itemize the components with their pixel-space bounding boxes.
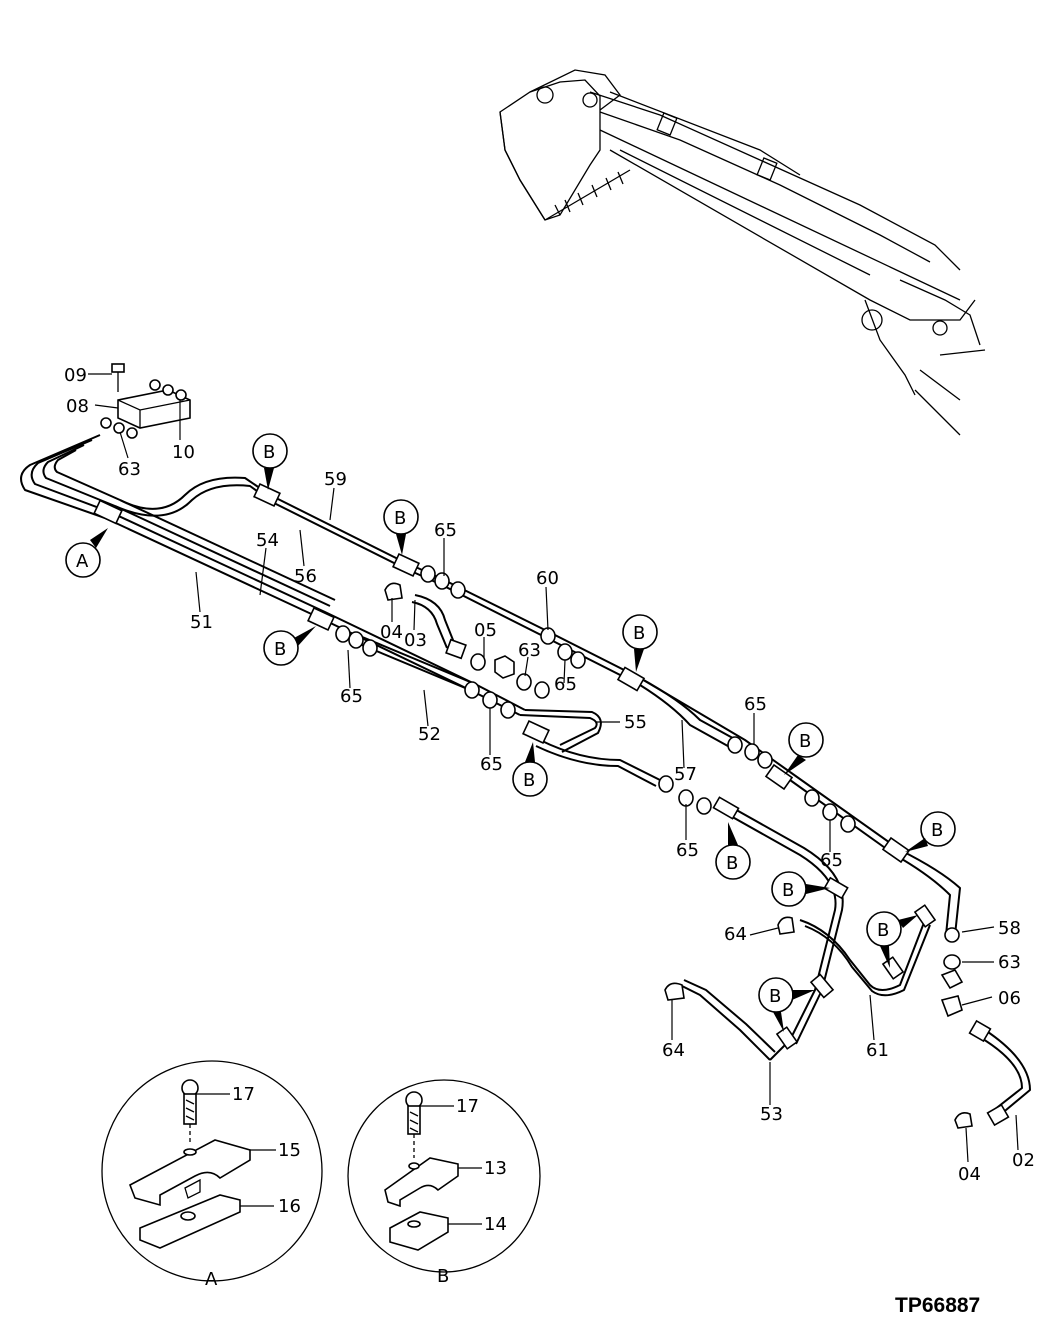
label-65: 65 (744, 694, 767, 715)
callout-b-label: B (782, 880, 794, 901)
detail-a-caption: A (205, 1269, 218, 1290)
label-17: 17 (456, 1096, 479, 1117)
label-64: 64 (662, 1040, 685, 1061)
label-56: 56 (294, 566, 317, 587)
callout-b-label: B (877, 920, 889, 941)
label-54: 54 (256, 530, 279, 551)
label-58: 58 (998, 918, 1021, 939)
fittings (93, 482, 1010, 1129)
callouts: A B B B B B B (65, 433, 956, 1032)
callout-b-label: B (633, 623, 645, 644)
label-10: 10 (172, 442, 195, 463)
callout-b: B (622, 614, 658, 672)
excavator-arm-illustration (499, 69, 986, 436)
label-63: 63 (118, 459, 141, 480)
label-65: 65 (554, 674, 577, 695)
leader-lines (88, 373, 1019, 1163)
callout-b-label: B (523, 770, 535, 791)
label-51: 51 (190, 612, 213, 633)
label-13: 13 (484, 1158, 507, 1179)
label-08: 08 (66, 396, 89, 417)
label-55: 55 (624, 712, 647, 733)
callout-b: B (905, 811, 956, 852)
callout-b-label: B (931, 820, 943, 841)
label-15: 15 (278, 1140, 301, 1161)
label-59: 59 (324, 469, 347, 490)
label-09: 09 (64, 365, 87, 386)
label-61: 61 (866, 1040, 889, 1061)
label-02: 02 (1012, 1150, 1035, 1171)
label-65: 65 (820, 850, 843, 871)
label-63: 63 (518, 640, 541, 661)
callout-b-label: B (274, 639, 286, 660)
label-05: 05 (474, 620, 497, 641)
callout-b: B (758, 977, 815, 1032)
label-06: 06 (998, 988, 1021, 1009)
callout-b-label: B (769, 986, 781, 1007)
label-60: 60 (536, 568, 559, 589)
callout-b: B (771, 871, 830, 907)
label-53: 53 (760, 1104, 783, 1125)
label-52: 52 (418, 724, 441, 745)
callout-b-label: B (263, 442, 275, 463)
label-17: 17 (232, 1084, 255, 1105)
callout-b: B (263, 626, 316, 666)
callout-b: B (866, 911, 918, 968)
callout-b-label: B (726, 853, 738, 874)
label-65: 65 (676, 840, 699, 861)
label-14: 14 (484, 1214, 507, 1235)
manifold-block (100, 363, 191, 439)
label-65: 65 (434, 520, 457, 541)
callout-b: B (784, 722, 824, 775)
label-65: 65 (480, 754, 503, 775)
callout-a-label: A (76, 551, 89, 572)
detail-b-caption: B (437, 1266, 449, 1287)
callout-a: A (65, 528, 108, 578)
part-labels: 09 08 10 63 59 56 54 51 65 04 03 05 60 6… (64, 365, 1035, 1185)
detail-view-a: 17 15 16 A (101, 1060, 323, 1290)
callout-b: B (383, 499, 419, 555)
callout-b-label: B (394, 508, 406, 529)
label-57: 57 (674, 764, 697, 785)
callout-b: B (512, 742, 548, 797)
label-03: 03 (404, 630, 427, 651)
label-64: 64 (724, 924, 747, 945)
label-16: 16 (278, 1196, 301, 1217)
label-63: 63 (998, 952, 1021, 973)
callout-b: B (715, 822, 751, 880)
callout-b: B (252, 433, 288, 490)
callout-b-label: B (799, 731, 811, 752)
label-04: 04 (958, 1164, 981, 1185)
label-65: 65 (340, 686, 363, 707)
reference-code: TP66887 (895, 1294, 980, 1317)
label-04: 04 (380, 622, 403, 643)
detail-view-b: 17 13 14 B (347, 1079, 541, 1287)
